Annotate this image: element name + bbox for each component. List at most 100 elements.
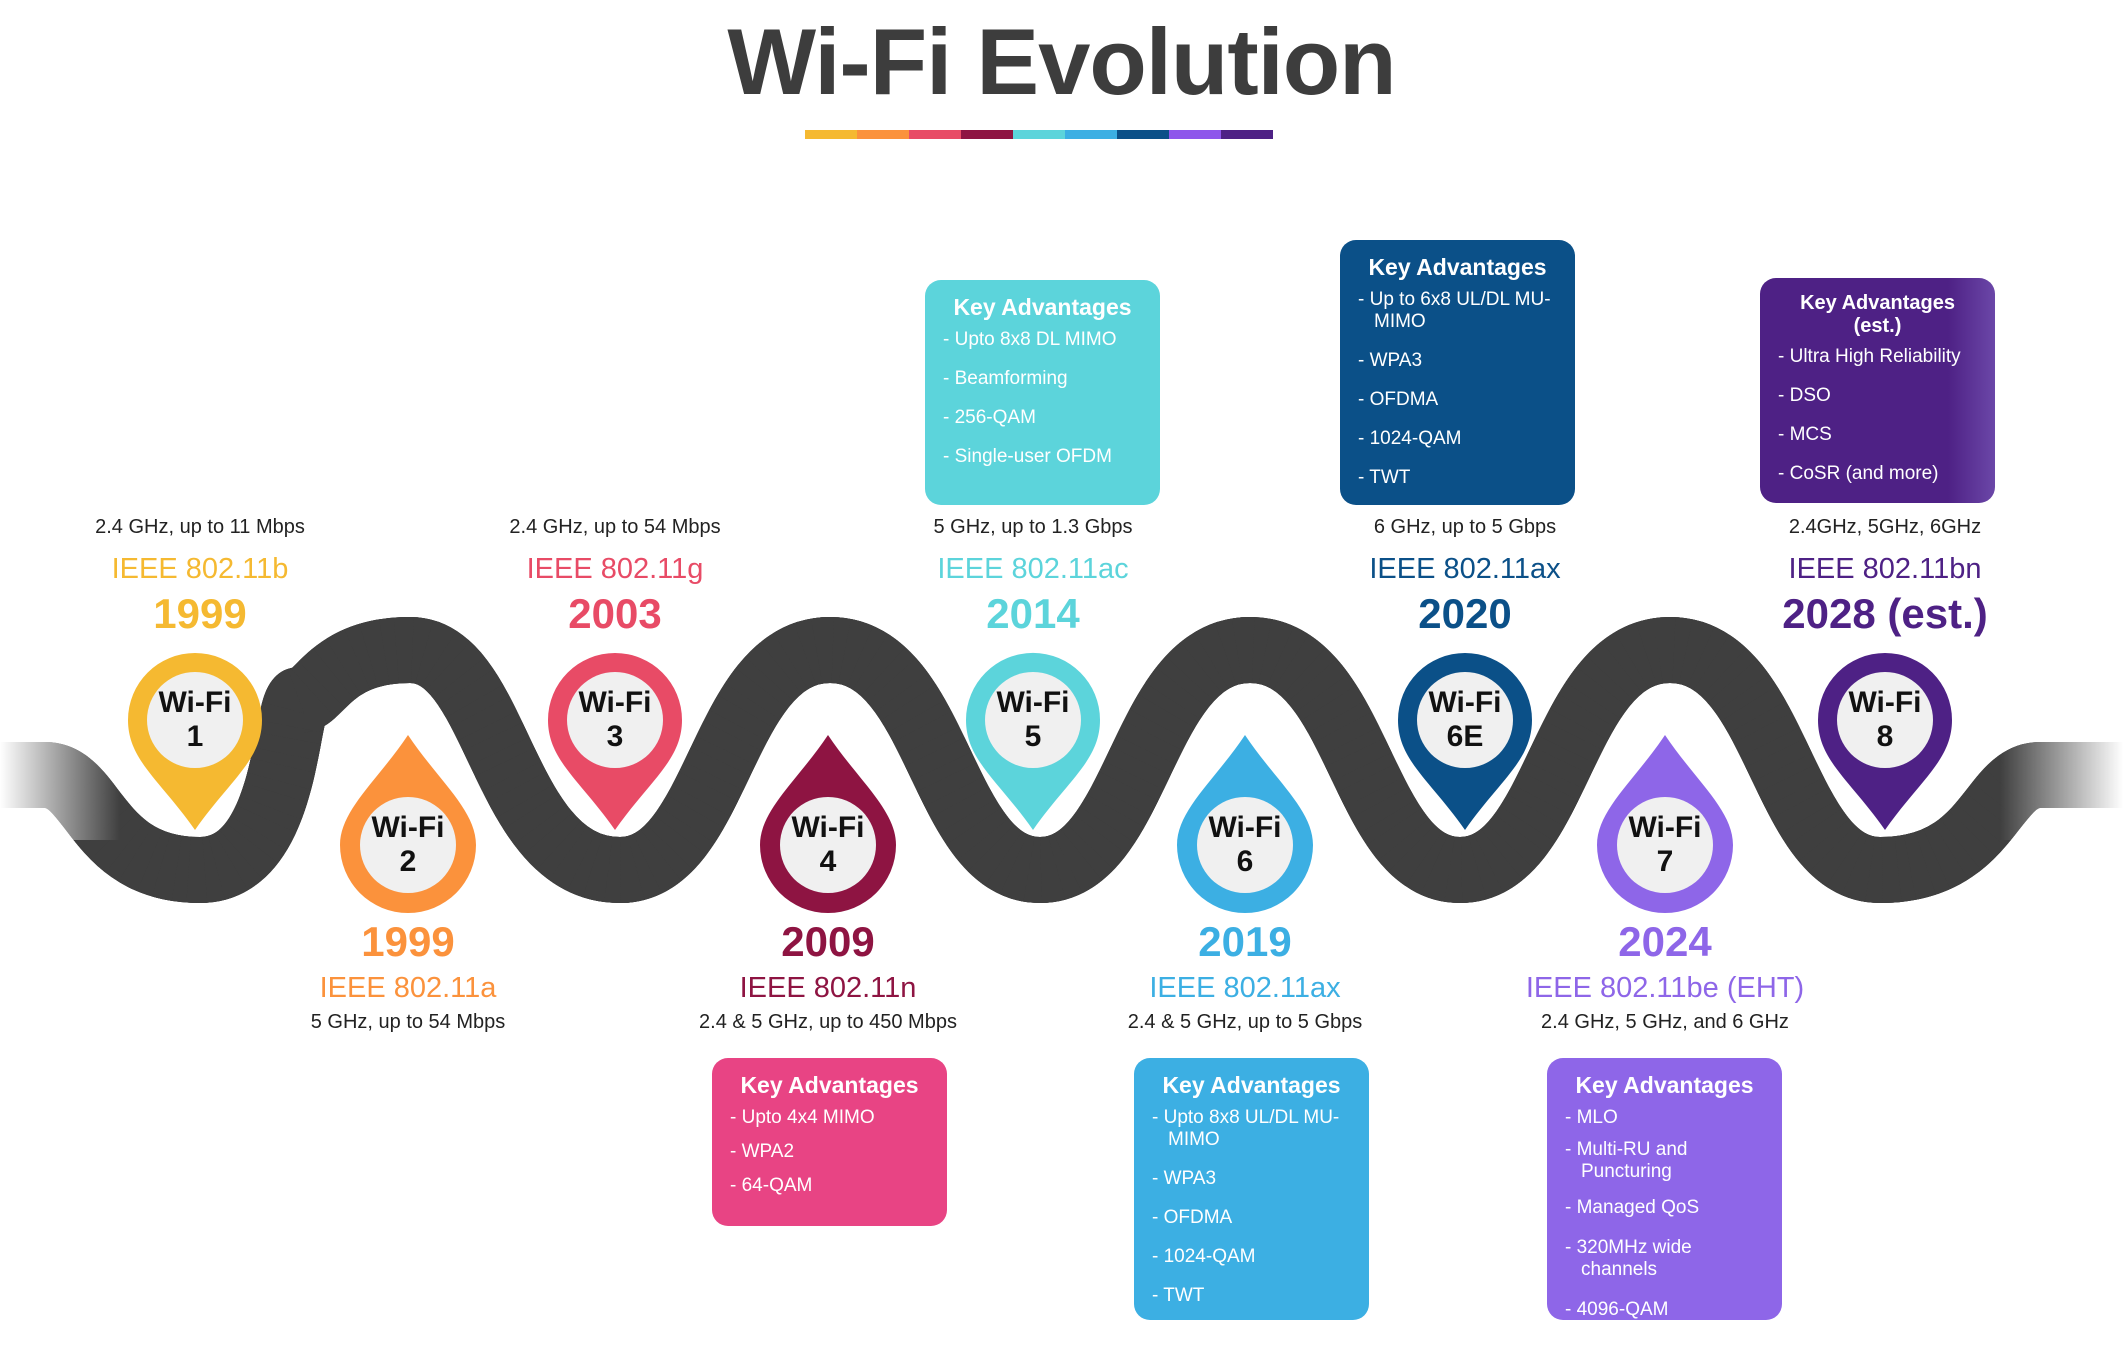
pin-label-wifi-4: Wi-Fi 4 (791, 811, 864, 879)
pin-line1: Wi-Fi (996, 686, 1070, 719)
spec-text: 5 GHz, up to 54 Mbps (310, 1011, 506, 1033)
pin-label-wifi-1: Wi-Fi 1 (158, 686, 231, 754)
advantage-item: WPA2 (730, 1141, 929, 1163)
pin-line1: Wi-Fi (1428, 686, 1502, 719)
label-wifi-6: 2019 IEEE 802.11ax 2.4 & 5 GHz, up to 5 … (1128, 918, 1363, 1034)
spec-text: 5 GHz, up to 1.3 Gbps (933, 516, 1133, 538)
color-bar-segment (909, 130, 961, 139)
advantage-item: TWT (1358, 467, 1557, 489)
release-year: 1999 (361, 918, 455, 965)
release-year: 2020 (1418, 590, 1512, 637)
color-bar-segment (1117, 130, 1169, 139)
pin-line2: 3 (606, 720, 624, 753)
pin-label-wifi-3: Wi-Fi 3 (578, 686, 651, 754)
ieee-standard: IEEE 802.11be (EHT) (1525, 972, 1805, 1004)
spec-text: 2.4 & 5 GHz, up to 5 Gbps (1127, 1011, 1363, 1033)
pin-line2: 6 (1236, 845, 1254, 878)
key-advantages-card-wifi-6: Key Advantages Upto 8x8 UL/DL MU-MIMO WP… (1134, 1058, 1369, 1320)
pin-wifi-2 (340, 735, 476, 913)
advantage-item: 64-QAM (730, 1175, 929, 1197)
release-year: 2009 (781, 918, 875, 965)
advantage-item: 4096-QAM (1565, 1299, 1764, 1321)
spec-text: 2.4 GHz, 5 GHz, and 6 GHz (1541, 1011, 1789, 1033)
label-wifi-2: 1999 IEEE 802.11a 5 GHz, up to 54 Mbps (311, 918, 506, 1034)
card-title: Key Advantages (740, 1072, 919, 1098)
pin-label-wifi-7: Wi-Fi 7 (1628, 811, 1701, 879)
advantage-item: Multi-RU and Puncturing (1565, 1139, 1764, 1183)
advantage-item: 1024-QAM (1152, 1246, 1351, 1268)
ieee-standard: IEEE 802.11n (739, 972, 917, 1004)
advantage-item: Upto 8x8 DL MIMO (943, 329, 1142, 351)
spec-text: 6 GHz, up to 5 Gbps (1373, 516, 1557, 538)
pin-wifi-6 (1177, 735, 1313, 913)
pin-line2: 1 (186, 720, 204, 753)
pin-line2: 2 (399, 845, 417, 878)
label-wifi-7: 2024 IEEE 802.11be (EHT) 2.4 GHz, 5 GHz,… (1526, 918, 1804, 1034)
pin-line2: 7 (1656, 845, 1674, 878)
card-title: Key Advantages (1368, 254, 1547, 280)
pin-label-wifi-8: Wi-Fi 8 (1848, 686, 1921, 754)
advantage-item: Upto 8x8 UL/DL MU-MIMO (1152, 1107, 1351, 1151)
spec-text: 2.4 & 5 GHz, up to 450 Mbps (699, 1011, 957, 1033)
ieee-standard: IEEE 802.11bn (1788, 553, 1982, 585)
pin-line1: Wi-Fi (578, 686, 652, 719)
release-year: 2024 (1618, 918, 1712, 965)
card-title: Key Advantages (1575, 1072, 1754, 1098)
release-year: 2019 (1198, 918, 1292, 965)
label-wifi-6e: 6 GHz, up to 5 Gbps IEEE 802.11ax 2020 (1369, 516, 1560, 638)
release-year: 1999 (153, 590, 247, 637)
color-bar-segment (805, 130, 857, 139)
advantage-item: OFDMA (1358, 389, 1557, 411)
advantage-item: 1024-QAM (1358, 428, 1557, 450)
ieee-standard: IEEE 802.11a (319, 972, 497, 1004)
card-title: Key Advantages (est.) (1800, 292, 1955, 337)
pin-label-wifi-6: Wi-Fi 6 (1208, 811, 1281, 879)
key-advantages-card-wifi-8: Key Advantages (est.) Ultra High Reliabi… (1760, 278, 1995, 503)
pin-line2: 6E (1446, 720, 1484, 753)
advantage-item: Beamforming (943, 368, 1142, 390)
advantage-item: 320MHz wide channels (1565, 1237, 1764, 1281)
color-bar-segment (1169, 130, 1221, 139)
pin-wifi-8 (1818, 653, 1952, 830)
spec-text: 2.4GHz, 5GHz, 6GHz (1788, 516, 1982, 538)
pin-line1: Wi-Fi (791, 811, 865, 844)
label-wifi-5: 5 GHz, up to 1.3 Gbps IEEE 802.11ac 2014 (934, 516, 1133, 638)
color-bar-segment (1221, 130, 1273, 139)
advantage-item: Upto 4x4 MIMO (730, 1107, 929, 1129)
advantage-item: Single-user OFDM (943, 446, 1142, 468)
release-year: 2028 (est.) (1782, 590, 1988, 637)
ieee-standard: IEEE 802.11g (526, 553, 704, 585)
key-advantages-card-wifi-4: Key Advantages Upto 4x4 MIMO WPA2 64-QAM (712, 1058, 947, 1226)
pin-line2: 5 (1024, 720, 1042, 753)
pin-line1: Wi-Fi (371, 811, 445, 844)
advantage-item: WPA3 (1358, 350, 1557, 372)
release-year: 2014 (986, 590, 1080, 637)
ieee-standard: IEEE 802.11ac (937, 553, 1129, 585)
advantage-item: TWT (1152, 1285, 1351, 1307)
label-wifi-4: 2009 IEEE 802.11n 2.4 & 5 GHz, up to 450… (699, 918, 957, 1034)
pin-wifi-3 (548, 653, 682, 830)
advantage-item: DSO (1778, 385, 1977, 407)
spec-text: 2.4 GHz, up to 11 Mbps (95, 516, 305, 538)
pin-wifi-6e (1398, 653, 1532, 830)
pin-wifi-4 (760, 735, 896, 913)
advantage-item: Ultra High Reliability (1778, 346, 1977, 368)
card-title: Key Advantages (953, 294, 1132, 320)
label-wifi-8: 2.4GHz, 5GHz, 6GHz IEEE 802.11bn 2028 (e… (1782, 516, 1987, 638)
key-advantages-card-wifi-5: Key Advantages Upto 8x8 DL MIMO Beamform… (925, 280, 1160, 505)
advantage-item: 256-QAM (943, 407, 1142, 429)
ieee-standard: IEEE 802.11b (111, 553, 289, 585)
pin-wifi-5 (966, 652, 1101, 830)
pin-line1: Wi-Fi (1848, 686, 1922, 719)
pin-line2: 8 (1876, 720, 1894, 753)
pin-label-wifi-5: Wi-Fi 5 (996, 686, 1069, 754)
pin-wifi-7 (1597, 735, 1733, 913)
color-bar-segment (1013, 130, 1065, 139)
ieee-standard: IEEE 802.11ax (1149, 972, 1341, 1004)
release-year: 2003 (568, 590, 662, 637)
pin-line1: Wi-Fi (1208, 811, 1282, 844)
label-wifi-3: 2.4 GHz, up to 54 Mbps IEEE 802.11g 2003 (509, 516, 720, 638)
pin-label-wifi-2: Wi-Fi 2 (371, 811, 444, 879)
advantage-item: Up to 6x8 UL/DL MU-MIMO (1358, 289, 1557, 333)
